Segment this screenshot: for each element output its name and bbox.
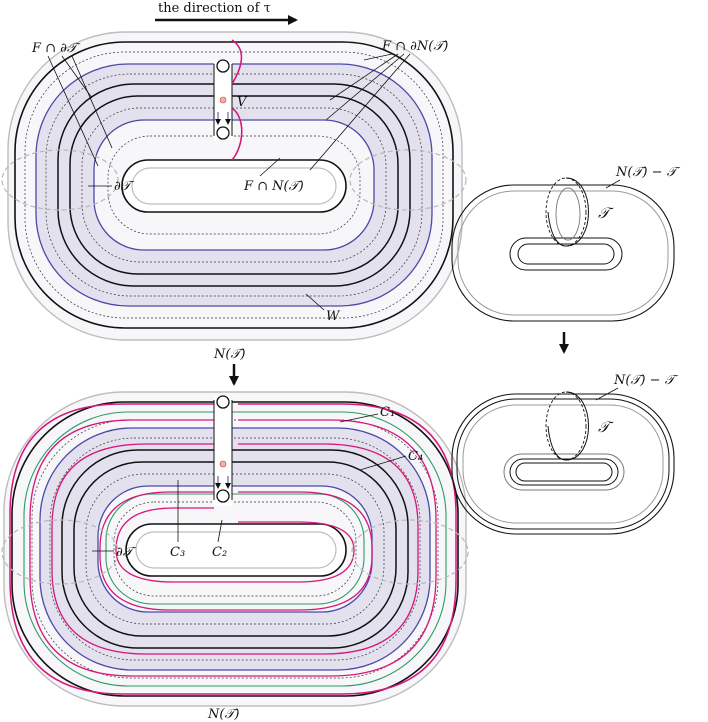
label-boundary-t-bottom: ∂𝒯 (116, 545, 137, 560)
torus-hole-mid (509, 458, 619, 486)
leader (305, 293, 325, 311)
label-t-top: 𝒯 (598, 204, 614, 222)
leader (595, 387, 619, 401)
bottom-left-diagram: C₁ C₄ C₃ C₂ ∂𝒯 N(𝒯) (1, 391, 469, 722)
cross-section-left (1, 149, 119, 211)
solid-torus-inner-gray (457, 190, 669, 316)
solid-torus-outer (451, 184, 675, 322)
dotted-curve (24, 51, 444, 319)
label-boundary-t-top: ∂𝒯 (114, 179, 135, 194)
leader (217, 519, 223, 543)
magenta-curve-3 (51, 443, 419, 655)
label-w: W (326, 309, 341, 324)
label-n-t-top: N(𝒯) (213, 347, 245, 362)
tube-top-disk (216, 59, 230, 73)
label-n-minus-t-top: N(𝒯) − 𝒯 (615, 165, 681, 180)
cross-section-right (349, 149, 467, 211)
black-curve (73, 461, 397, 637)
top-left-diagram: the direction of τ F ∩ ∂𝒯 (1, 1, 467, 362)
magenta-curve-4 (99, 491, 373, 611)
tube-bottom-disk (216, 489, 230, 503)
dotted-curve (31, 419, 439, 679)
green-curve (23, 411, 447, 687)
magenta-curve-2 (29, 419, 437, 677)
label-f-cap-n: F ∩ N(𝒯) (243, 179, 304, 194)
cross-section-left (1, 519, 119, 585)
torus-hole-outer (503, 453, 625, 491)
leader (605, 179, 621, 189)
solid-torus-outer (451, 393, 675, 535)
dotted-curve (113, 501, 357, 597)
meridian-back (545, 391, 587, 461)
solid-torus-inner-gray (462, 404, 664, 524)
label-c4: C₄ (408, 449, 423, 464)
dotted-curve (85, 473, 385, 625)
dotted-curve (45, 73, 423, 297)
label-f-cap-boundary-n: F ∩ ∂N(𝒯) (381, 39, 448, 54)
magenta-strand-bottom (231, 107, 243, 161)
label-c1: C₁ (380, 405, 395, 420)
torus-hole-inner (515, 462, 613, 482)
magenta-strand-top (231, 39, 243, 85)
torus-hole-outer (509, 237, 623, 271)
magenta-curve-outer (9, 403, 457, 695)
cross-section-right (351, 519, 469, 585)
magenta-curve-5 (115, 507, 355, 583)
black-curve (61, 449, 409, 649)
label-v: V (237, 95, 248, 110)
label-n-minus-t-bottom: N(𝒯) − 𝒯 (613, 373, 679, 388)
meridian-back (545, 177, 587, 247)
label-t-bottom: 𝒯 (598, 418, 614, 436)
meridian-inner (555, 187, 581, 241)
label-n-t-bottom: N(𝒯) (207, 707, 239, 722)
black-curve (69, 95, 399, 275)
dotted-curve (107, 135, 361, 235)
tube-bottom-disk (216, 126, 230, 140)
top-right-diagram: N(𝒯) − 𝒯 𝒯 (451, 165, 681, 322)
central-hole (125, 523, 347, 577)
central-hole-gray (131, 167, 337, 205)
leader (329, 53, 399, 101)
leader (339, 413, 379, 423)
solid-torus-second (456, 398, 670, 530)
central-hole-gray (135, 531, 337, 569)
leader (363, 53, 393, 61)
leader (359, 455, 407, 471)
green-inner-curve (105, 493, 365, 605)
torus-hole-inner (517, 243, 615, 265)
direction-label: the direction of τ (158, 1, 271, 16)
meridian-front (547, 391, 589, 461)
bottom-right-diagram: N(𝒯) − 𝒯 𝒯 (451, 373, 679, 535)
leader (309, 53, 411, 171)
dotted-curve (49, 437, 421, 661)
outer-black-curve (11, 401, 459, 697)
central-hole (121, 159, 347, 213)
tube-top-disk (216, 395, 230, 409)
red-point (219, 460, 227, 468)
label-f-cap-boundary-t: F ∩ ∂𝒯 (31, 41, 81, 56)
meridian-front (547, 177, 589, 247)
leader (71, 55, 113, 149)
dotted-curve (81, 107, 387, 263)
leader (47, 55, 99, 167)
leader (325, 53, 405, 121)
label-c3: C₃ (170, 545, 185, 560)
leader (259, 157, 281, 177)
red-point (219, 96, 227, 104)
label-c2: C₂ (212, 545, 227, 560)
black-curve (57, 83, 411, 287)
